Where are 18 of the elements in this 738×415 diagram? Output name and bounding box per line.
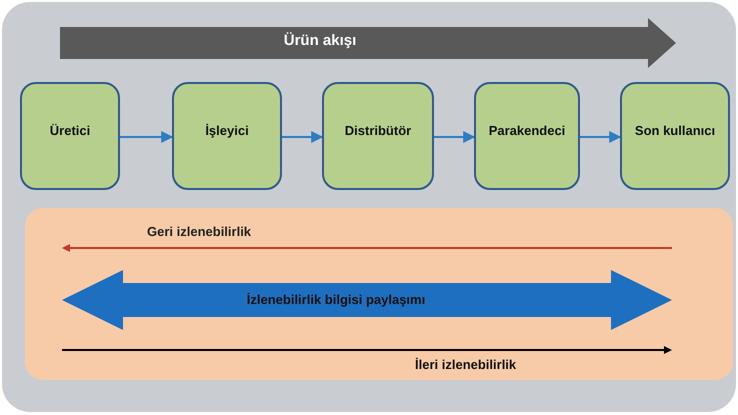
arrow-label: İleri izlenebilirlik: [415, 356, 516, 374]
node-label: Distribütör: [344, 122, 412, 140]
arrow-label: Ürün akışı: [282, 31, 358, 51]
arrow: [434, 131, 476, 143]
process-box: [20, 82, 120, 190]
arrow-label: Geri izlenebilirlik: [147, 223, 252, 241]
process-box: [620, 82, 730, 190]
node-label: Son kullanıcı: [634, 122, 716, 140]
arrow: [580, 131, 622, 143]
node-label: Parakendeci: [488, 122, 566, 140]
node-label: Üretici: [50, 122, 90, 140]
arrow: [120, 131, 174, 143]
arrow-label: İzlenebilirlik bilgisi paylaşımı: [246, 291, 426, 309]
node-label: İşleyici: [205, 122, 249, 140]
process-box: [322, 82, 434, 190]
process-box: [172, 82, 282, 190]
arrow: [282, 131, 324, 143]
process-box: [474, 82, 580, 190]
